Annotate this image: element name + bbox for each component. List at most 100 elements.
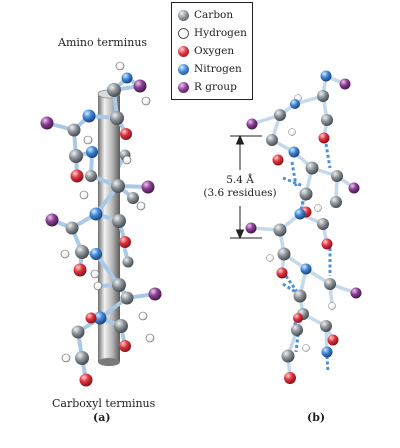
carbon-atom	[266, 134, 278, 146]
pitch-residues: (3.6 residues)	[203, 187, 277, 199]
oxygen-atom	[70, 169, 84, 183]
legend-label: Hydrogen	[194, 27, 247, 39]
rgroup-atom	[133, 79, 147, 93]
amino-terminus-label: Amino terminus	[58, 36, 148, 49]
hydrogen-swatch-icon	[178, 27, 189, 39]
helix-axis-rod	[97, 89, 121, 366]
carbon-atom	[321, 114, 333, 126]
carbon-atom	[69, 149, 83, 163]
rgroup-atom	[141, 180, 155, 194]
nitrogen-atom	[321, 346, 333, 358]
legend-label: R group	[194, 81, 237, 93]
hydrogen-atom	[138, 311, 148, 321]
legend-item-rgroup: R group	[178, 79, 237, 95]
oxygen-atom	[119, 340, 131, 352]
carbon-atom	[324, 278, 336, 290]
pitch-label: 5.4 Å (3.6 residues)	[200, 174, 280, 200]
hydrogen-atom	[266, 254, 274, 262]
oxygen-swatch-icon	[178, 45, 189, 57]
nitrogen-atom	[121, 72, 133, 84]
carbon-atom	[111, 179, 125, 193]
carbon-atom	[112, 278, 126, 292]
panel-a-back-atoms	[119, 72, 139, 268]
rgroup-atom	[45, 213, 59, 227]
carbon-atom	[317, 90, 329, 102]
hydrogen-atom	[141, 96, 151, 106]
panel-b-bonds	[249, 74, 358, 380]
nitrogen-atom	[89, 207, 103, 221]
legend-label: Carbon	[194, 9, 234, 21]
rgroup-atom	[350, 287, 362, 299]
carbon-atom	[293, 289, 307, 303]
nitrogen-atom	[288, 146, 300, 158]
legend-item-carbon: Carbon	[178, 7, 233, 23]
carbon-atom	[122, 256, 134, 268]
oxygen-atom	[318, 132, 330, 144]
nitrogen-atom	[294, 208, 306, 220]
panel-b-label: (b)	[307, 411, 326, 424]
nitrogen-atom	[90, 248, 102, 260]
hydrogen-atom	[90, 269, 100, 279]
carbon-atom	[277, 247, 291, 261]
oxygen-atom	[85, 312, 97, 324]
hydrogen-atom	[302, 344, 310, 352]
rgroup-atom	[348, 182, 360, 194]
carbon-atom	[299, 187, 313, 201]
nitrogen-atom	[300, 263, 312, 275]
oxygen-atom	[293, 313, 303, 323]
hydrogen-atom	[93, 281, 103, 291]
carbon-atom	[127, 192, 139, 204]
nitrogen-atom	[290, 99, 300, 109]
hydrogen-atom	[136, 201, 146, 211]
carbon-atom	[274, 109, 286, 121]
carbon-swatch-icon	[178, 9, 189, 21]
carbon-atom	[75, 245, 89, 259]
hydrogen-atom	[79, 190, 89, 200]
carbon-atom	[67, 123, 81, 137]
carbon-atom	[291, 324, 303, 336]
hydrogen-atom	[60, 249, 70, 259]
hydrogen-atom	[115, 61, 125, 71]
hydrogen-atom	[314, 204, 322, 212]
oxygen-atom	[327, 334, 339, 346]
legend-item-oxygen: Oxygen	[178, 43, 234, 59]
rgroup-atom	[245, 222, 257, 234]
carbon-atom	[305, 161, 319, 175]
oxygen-atom	[79, 373, 93, 387]
carbon-atom	[114, 319, 128, 333]
carbon-atom	[75, 351, 89, 365]
carbon-atom	[120, 291, 134, 305]
carbon-atom	[331, 170, 343, 182]
oxygen-atom	[284, 372, 296, 384]
rgroup-atom	[246, 118, 258, 130]
rgroup-atom	[40, 116, 54, 130]
carbon-atom	[71, 325, 85, 339]
hydrogen-atom	[61, 353, 71, 363]
carbon-atom	[273, 223, 287, 237]
hydrogen-atom	[83, 135, 93, 145]
panel-b-atoms	[245, 70, 362, 384]
hydrogen-atom	[328, 302, 336, 310]
oxygen-atom	[321, 238, 333, 250]
carbon-atom	[317, 218, 329, 230]
carbon-atom	[85, 170, 97, 182]
legend-label: Nitrogen	[194, 63, 242, 75]
carbon-atom	[107, 83, 121, 97]
nitrogen-atom	[93, 311, 107, 325]
carbon-atom	[110, 111, 124, 125]
carbon-atom	[112, 214, 126, 228]
oxygen-atom	[119, 236, 131, 248]
hydrogen-atom	[288, 128, 296, 136]
panel-a-label: (a)	[93, 411, 111, 424]
panel-a-atoms	[40, 61, 162, 387]
oxygen-atom	[272, 154, 284, 166]
oxygen-atom	[120, 128, 132, 140]
oxygen-atom	[73, 263, 87, 277]
atom-legend: Carbon Hydrogen Oxygen Nitrogen R group	[171, 2, 253, 100]
legend-item-nitrogen: Nitrogen	[178, 61, 242, 77]
nitrogen-atom	[82, 109, 96, 123]
carbon-atom	[320, 320, 332, 332]
pitch-dimension	[230, 134, 262, 240]
hydrogen-atom	[122, 155, 132, 165]
